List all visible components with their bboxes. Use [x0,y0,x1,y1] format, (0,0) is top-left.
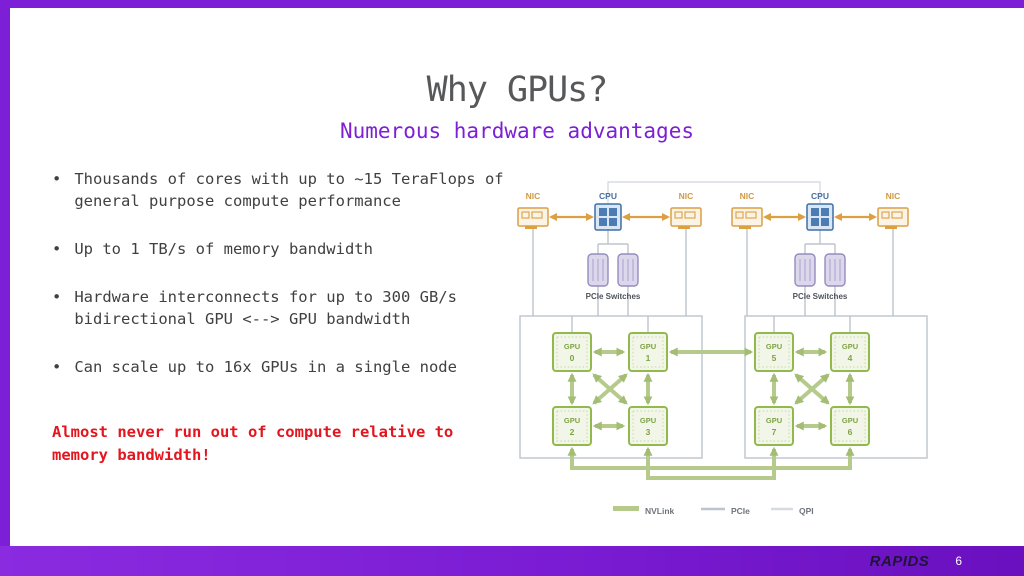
nic-label: NIC [886,191,901,201]
nvlink-arrows [567,347,855,480]
svg-text:GPU: GPU [640,342,656,351]
nic-icon [731,207,763,229]
svg-text:4: 4 [848,353,853,363]
gpu-node: GPU 3 [628,406,668,446]
rapids-logo: RAPIDS [869,552,930,570]
gpu-node: GPU 0 [552,332,592,372]
bullet-glyph: • [52,240,62,258]
svg-text:0: 0 [570,353,575,363]
nic-label: NIC [679,191,694,201]
gpu-node: GPU 6 [830,406,870,446]
bullet-list: • Thousands of cores with up to ~15 Tera… [52,168,506,404]
gpu-topology-diagram: NIC CPU NIC NIC CPU NIC [517,181,928,516]
cpu-label: CPU [811,191,829,201]
pcie-switch-icon [587,253,609,287]
gpu-node: GPU 5 [754,332,794,372]
gpu-node: GPU 2 [552,406,592,446]
bullet-glyph: • [52,288,62,306]
bullet-text: Can scale up to 16x GPUs in a single nod… [74,358,457,376]
svg-text:GPU: GPU [766,416,782,425]
gpu-node: GPU 7 [754,406,794,446]
legend-label: QPI [799,506,814,516]
nic-icon [877,207,909,229]
page-number: 6 [955,554,962,568]
slide-header: Why GPUs? Numerous hardware advantages [10,70,1024,143]
svg-text:6: 6 [848,427,853,437]
footer-bar: RAPIDS 6 [0,546,1024,576]
pcie-lines [519,229,928,459]
list-item: • Hardware interconnects for up to 300 G… [52,286,506,330]
top-accent-strip [0,0,1024,8]
cpu-icon [806,203,834,231]
qpi-link-line [607,181,821,204]
list-item: • Up to 1 TB/s of memory bandwidth [52,238,506,260]
nic-icon [517,207,549,229]
svg-text:GPU: GPU [564,342,580,351]
cpu-icon [594,203,622,231]
svg-text:2: 2 [570,427,575,437]
bullet-text: Hardware interconnects for up to 300 GB/… [74,288,457,328]
svg-text:5: 5 [772,353,777,363]
pcie-switch-icon [824,253,846,287]
page-title: Why GPUs? [426,70,609,110]
svg-text:GPU: GPU [564,416,580,425]
gpu-node: GPU 4 [830,332,870,372]
svg-text:GPU: GPU [766,342,782,351]
pcie-switch-icon [794,253,816,287]
bullet-text: Up to 1 TB/s of memory bandwidth [74,240,373,258]
nic-icon [670,207,702,229]
svg-text:GPU: GPU [842,416,858,425]
legend-label: NVLink [645,506,675,516]
bullet-text: Thousands of cores with up to ~15 TeraFl… [74,170,504,210]
highlight-text: Almost never run out of compute relative… [52,423,454,465]
bullet-glyph: • [52,170,62,188]
pcie-switches-label: PCIe Switches [586,292,641,301]
svg-text:7: 7 [772,427,777,437]
legend-label: PCIe [731,506,750,516]
svg-text:1: 1 [646,353,651,363]
nvlink-legend-swatch [613,506,639,511]
svg-text:3: 3 [646,427,651,437]
bullet-glyph: • [52,358,62,376]
list-item: • Thousands of cores with up to ~15 Tera… [52,168,506,212]
gpu-node: GPU 1 [628,332,668,372]
nic-label: NIC [526,191,541,201]
nic-label: NIC [740,191,755,201]
left-accent-strip [0,0,10,576]
diagram-legend: NVLink PCIe QPI [613,506,814,516]
page-subtitle: Numerous hardware advantages [339,119,694,143]
cpu-label: CPU [599,191,617,201]
list-item: • Can scale up to 16x GPUs in a single n… [52,356,506,378]
pcie-switch-icon [617,253,639,287]
svg-text:GPU: GPU [640,416,656,425]
pcie-switches-label: PCIe Switches [793,292,848,301]
svg-text:GPU: GPU [842,342,858,351]
